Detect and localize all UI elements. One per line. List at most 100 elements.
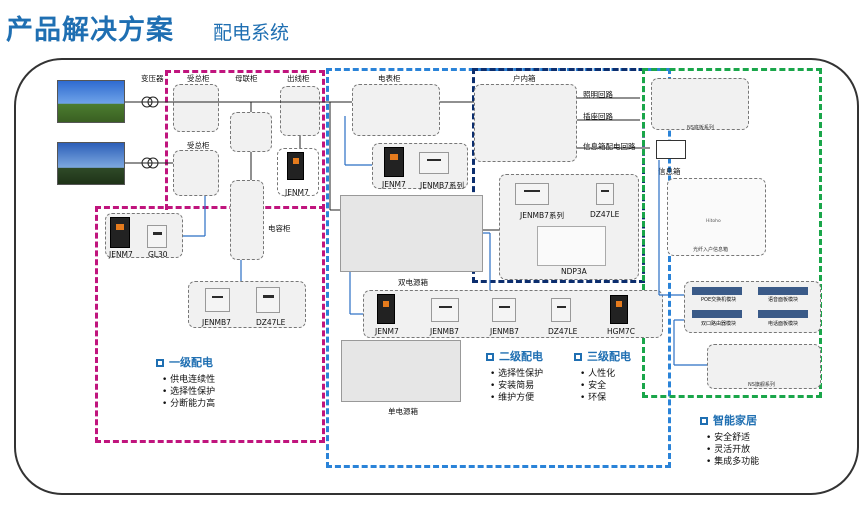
router-module-label: 双口路由器模块 <box>701 321 737 327</box>
jenm7-breaker-outgoing <box>287 152 304 180</box>
info-box-label: 信息箱 <box>658 167 681 176</box>
household-box-label: 户内箱 <box>513 74 536 83</box>
dz47le-label-c: DZ47LE <box>548 327 578 336</box>
outgoing-cabinet <box>280 86 320 136</box>
jenmb7-breaker-a <box>205 288 230 312</box>
level2-points: 选择性保护 安装简易 维护方便 <box>490 368 543 404</box>
dual-power-box <box>340 195 483 272</box>
dual-power-box-label: 双电源箱 <box>398 278 428 287</box>
smart-home-point: 灵活开放 <box>706 444 759 456</box>
level1-heading: 一级配电 <box>156 354 213 370</box>
hgm7c-label: HGM7C <box>607 327 635 336</box>
fiber-box-brand: Hitoho <box>706 219 721 224</box>
socket-circuit-label: 插座回路 <box>583 112 613 121</box>
level2-title: 二级配电 <box>499 350 543 363</box>
info-box-circuit-label: 信息箱配电回路 <box>583 142 636 151</box>
jenmb7-label-c: JENMB7 <box>490 327 519 336</box>
level3-point: 环保 <box>580 392 615 404</box>
gl30-label: GL30 <box>148 250 168 259</box>
level1-point: 供电连续性 <box>162 374 215 386</box>
level2-point: 安装简易 <box>490 380 543 392</box>
fiber-box <box>667 178 766 256</box>
ns-panel-label-1: NS底板系列 <box>687 125 714 131</box>
router-module <box>692 310 742 318</box>
tv-module-label: 电话面板模块 <box>768 321 799 327</box>
tel-module <box>758 287 808 295</box>
capacitor-cabinet <box>230 180 264 260</box>
level3-points: 人性化 安全 环保 <box>580 368 615 404</box>
info-envelope-icon <box>656 140 686 159</box>
single-power-box <box>341 340 461 402</box>
jenmb7-label-b: JENMB7 <box>430 327 459 336</box>
incoming-cabinet-2 <box>173 150 219 196</box>
power-line-photo-2 <box>57 142 125 185</box>
poe-module-label: POE交换机模块 <box>701 297 737 303</box>
outgoing-cabinet-label: 出线柜 <box>287 74 310 83</box>
jenm7-breaker-d <box>377 294 395 324</box>
smart-home-title: 智能家居 <box>713 414 757 427</box>
page-title: 产品解决方案 <box>6 15 174 46</box>
ns-panel-box-2 <box>707 344 821 389</box>
gl30-breaker <box>147 225 167 248</box>
bus-tie-cabinet-label: 母联柜 <box>235 74 258 83</box>
level3-title: 三级配电 <box>587 350 631 363</box>
lighting-circuit-label: 照明回路 <box>583 90 613 99</box>
jenmb7-breaker-c <box>492 298 516 322</box>
level3-heading: 三级配电 <box>574 348 631 364</box>
bus-tie-cabinet <box>230 112 272 152</box>
jenmb7-series-breaker-b <box>515 183 549 205</box>
ns-panel-label-2: NS旗舰系列 <box>748 382 775 388</box>
capacitor-cabinet-label: 电容柜 <box>268 224 291 233</box>
level3-point: 安全 <box>580 380 615 392</box>
dz47le-label-a: DZ47LE <box>256 318 286 327</box>
level2-heading: 二级配电 <box>486 348 543 364</box>
smart-home-zone <box>642 68 822 398</box>
jenm7-label-d: JENM7 <box>375 327 399 336</box>
ndp3a-enclosure <box>537 226 606 266</box>
jenmb7-series-label-b: JENMB7系列 <box>520 211 564 220</box>
level1-point: 选择性保护 <box>162 386 215 398</box>
outgoing-device-box <box>277 148 319 196</box>
outer-frame <box>14 58 859 495</box>
household-box <box>474 84 577 162</box>
jenm7-label-outgoing: JENM7 <box>285 188 309 197</box>
level3-point: 人性化 <box>580 368 615 380</box>
incoming-cabinet-label-1: 受总柜 <box>187 74 210 83</box>
poe-module <box>692 287 742 295</box>
dz47le-breaker-b <box>596 183 614 205</box>
transformer-label: 变压器 <box>141 74 164 83</box>
smart-home-point: 安全舒适 <box>706 432 759 444</box>
level1-zone <box>95 206 325 443</box>
dz47le-breaker-c <box>551 298 571 322</box>
level2-point: 选择性保护 <box>490 368 543 380</box>
level1-points: 供电连续性 选择性保护 分断能力高 <box>162 374 215 410</box>
incoming-cabinet-1 <box>173 84 219 132</box>
smart-home-points: 安全舒适 灵活开放 集成多功能 <box>706 432 759 468</box>
meter-cabinet <box>352 84 440 136</box>
incoming-cabinet-label-2: 受总柜 <box>187 141 210 150</box>
smart-home-heading: 智能家居 <box>700 412 757 428</box>
fiber-box-label: 光纤入户信息箱 <box>693 247 729 253</box>
meter-cabinet-label: 电表柜 <box>378 74 401 83</box>
smart-home-point: 集成多功能 <box>706 456 759 468</box>
tv-module <box>758 310 808 318</box>
dz47le-breaker-a <box>256 287 280 313</box>
hgm7c-breaker <box>610 295 628 324</box>
jenm7-breaker-c <box>384 147 404 177</box>
jenm7-label-c: JENM7 <box>382 180 406 189</box>
level1-title: 一级配电 <box>169 356 213 369</box>
tel-module-label: 语音面板模块 <box>768 297 799 303</box>
jenmb7-label-a: JENMB7 <box>202 318 231 327</box>
dz47le-label-b: DZ47LE <box>590 210 620 219</box>
level2-point: 维护方便 <box>490 392 543 404</box>
level1-point: 分断能力高 <box>162 398 215 410</box>
jenmb7-series-label-a: JENMB7系列 <box>420 181 464 190</box>
power-line-photo-1 <box>57 80 125 123</box>
jenmb7-breaker-b <box>431 298 459 322</box>
jenm7-label-a: JENM7 <box>109 250 133 259</box>
ns-panel-box-1 <box>651 78 749 130</box>
page-subtitle: 配电系统 <box>213 22 290 44</box>
single-power-box-label: 单电源箱 <box>388 407 418 416</box>
